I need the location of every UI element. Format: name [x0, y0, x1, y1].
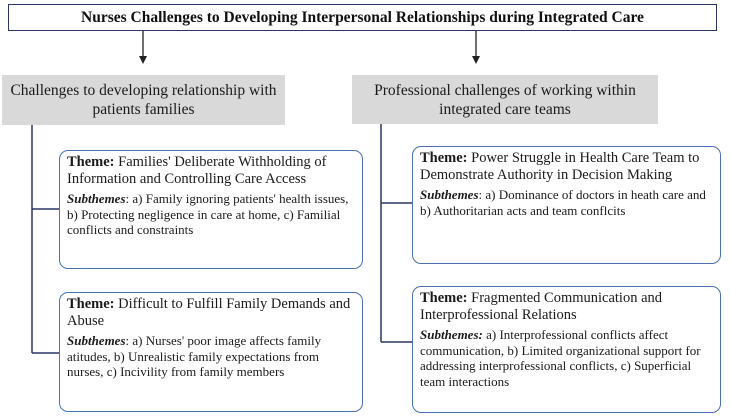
subthemes-list: : a) Family ignoring patients' health is… — [67, 191, 349, 237]
theme-heading: Theme: Difficult to Fulfill Family Deman… — [67, 296, 356, 330]
subthemes-list: : a) Nurses' poor image affects family a… — [67, 333, 322, 379]
theme-text: Fragmented Communication and Interprofes… — [420, 290, 663, 323]
theme-box-power-struggle: Theme: Power Struggle in Health Care Tea… — [412, 146, 721, 264]
subthemes-label: Subthemes — [67, 333, 126, 348]
subthemes-label: Subthemes: — [420, 327, 483, 342]
theme-box-fragmented-communication: Theme: Fragmented Communication and Inte… — [412, 286, 721, 413]
theme-heading: Theme: Power Struggle in Health Care Tea… — [420, 150, 714, 184]
theme-label: Theme: — [67, 154, 115, 170]
subthemes-list: : a) Dominance of doctors in heath care … — [420, 187, 706, 218]
theme-heading: Theme: Families' Deliberate Withholding … — [67, 154, 356, 188]
theme-label: Theme: — [420, 150, 468, 166]
subthemes-text: Subthemes: a) Interprofessional conflict… — [420, 327, 714, 389]
subthemes-list: a) Interprofessional conflicts affect co… — [420, 327, 701, 389]
theme-label: Theme: — [67, 296, 115, 312]
subthemes-text: Subthemes: a) Family ignoring patients' … — [67, 191, 356, 238]
theme-text: Difficult to Fulfill Family Demands and … — [67, 296, 351, 329]
theme-box-family-demands: Theme: Difficult to Fulfill Family Deman… — [59, 292, 363, 412]
diagram-title: Nurses Challenges to Developing Interper… — [8, 4, 717, 31]
subthemes-text: Subthemes: a) Dominance of doctors in he… — [420, 187, 714, 218]
category-family-challenges: Challenges to developing relationship wi… — [2, 75, 285, 125]
subthemes-label: Subthemes — [67, 191, 126, 206]
theme-label: Theme: — [420, 290, 468, 306]
theme-box-withholding-information: Theme: Families' Deliberate Withholding … — [59, 150, 363, 269]
subthemes-text: Subthemes: a) Nurses' poor image affects… — [67, 333, 356, 380]
subthemes-label: Subthemes — [420, 187, 479, 202]
category-professional-challenges: Professional challenges of working withi… — [352, 75, 658, 124]
theme-text: Power Struggle in Health Care Team to De… — [420, 150, 700, 183]
theme-heading: Theme: Fragmented Communication and Inte… — [420, 290, 714, 324]
theme-text: Families' Deliberate Withholding of Info… — [67, 154, 327, 187]
